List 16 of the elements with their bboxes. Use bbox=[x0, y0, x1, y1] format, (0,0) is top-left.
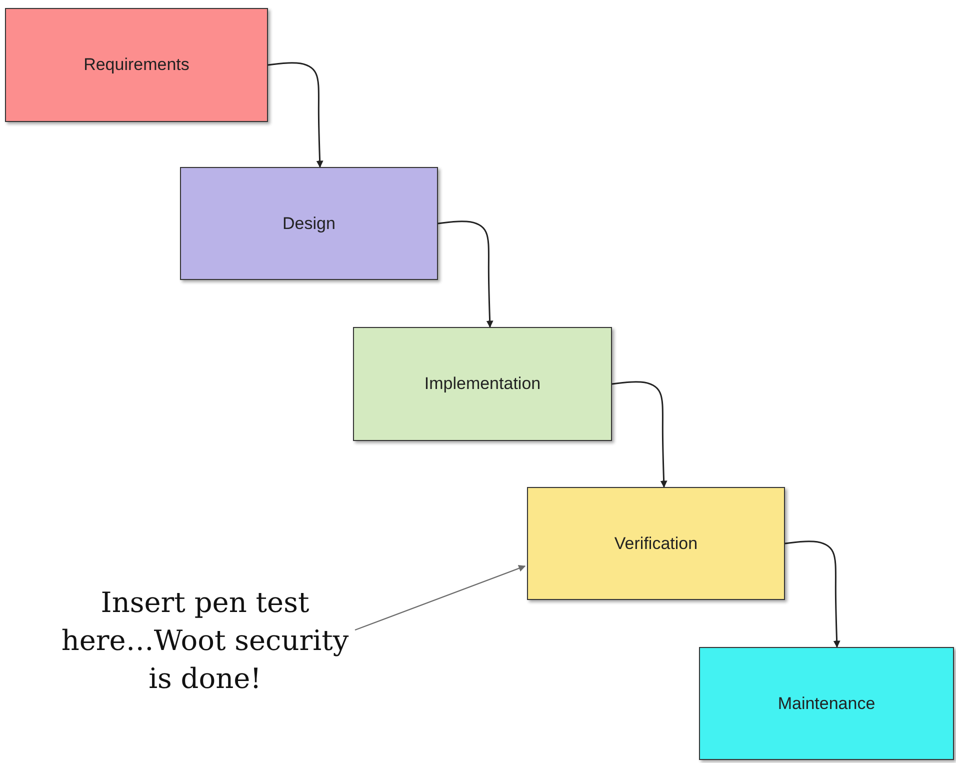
leader-arrow bbox=[354, 565, 526, 631]
process-box bbox=[353, 327, 612, 441]
process-box bbox=[5, 8, 268, 122]
step-label: Verification bbox=[614, 534, 698, 554]
arrow bbox=[784, 540, 840, 648]
arrow bbox=[268, 62, 324, 168]
step-label: Design bbox=[282, 214, 336, 234]
process-box bbox=[527, 487, 785, 600]
step-label: Requirements bbox=[84, 55, 190, 75]
step-label: Maintenance bbox=[778, 694, 876, 714]
process-box bbox=[699, 647, 954, 760]
arrow bbox=[438, 220, 494, 328]
step-label: Implementation bbox=[424, 374, 541, 394]
process-box bbox=[180, 167, 438, 280]
arrow bbox=[612, 381, 668, 488]
annotation-text: Insert pen test here…Woot security is done! bbox=[60, 584, 350, 698]
